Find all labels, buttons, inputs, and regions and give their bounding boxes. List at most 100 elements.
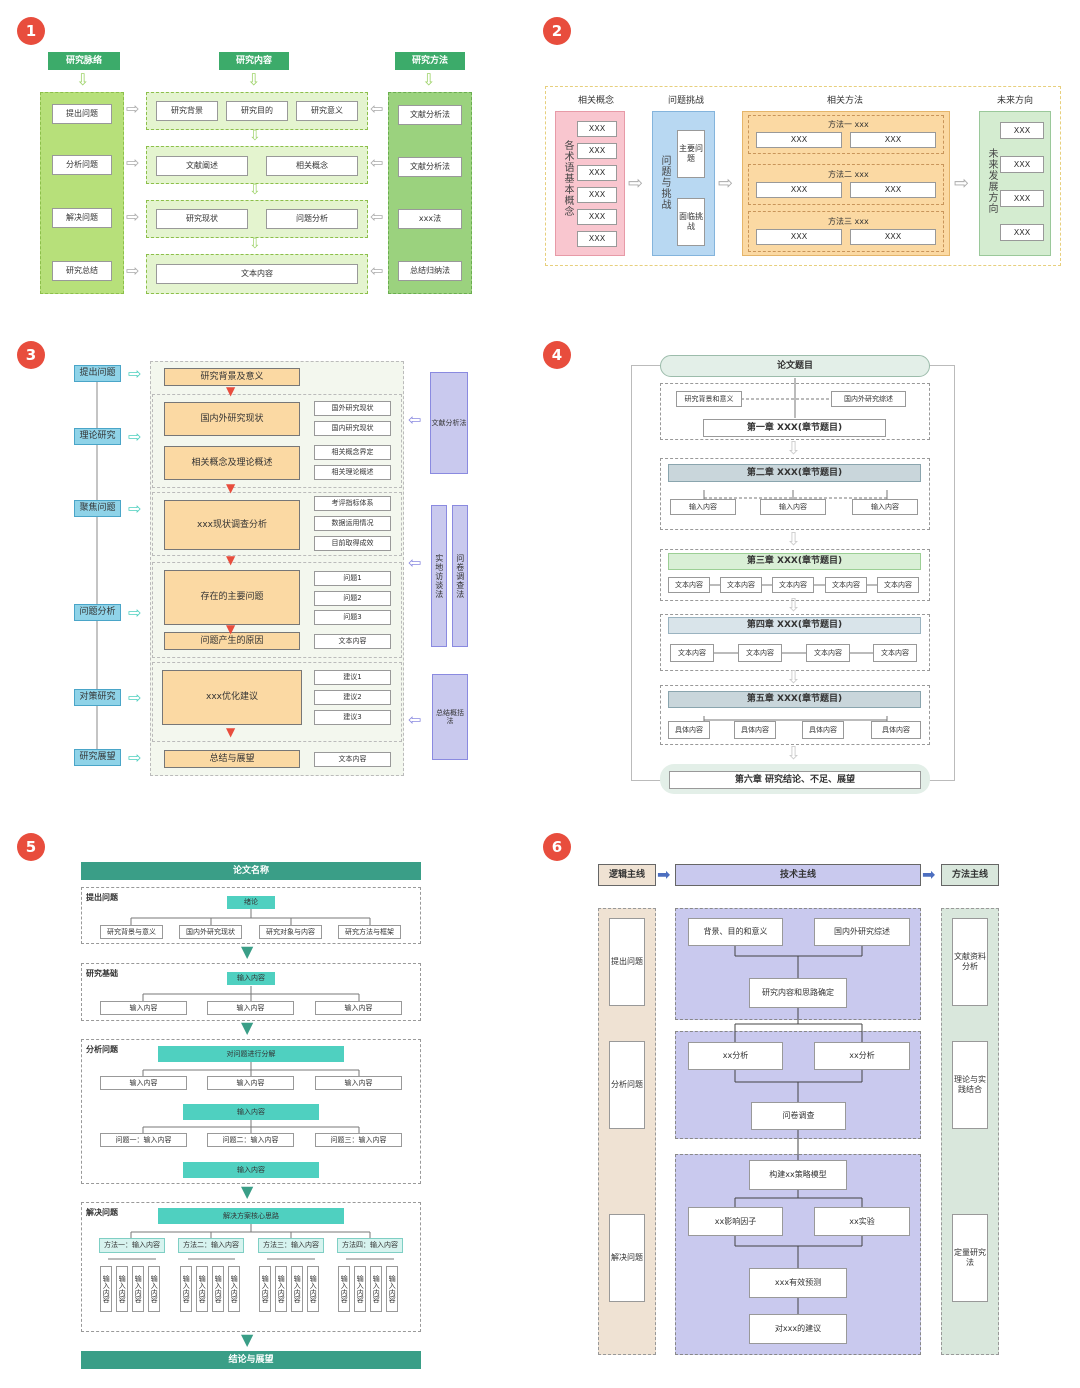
badge-2: 2 — [543, 17, 571, 45]
d1-left-item-3: 解决问题 — [52, 208, 112, 228]
d5-s4-leaf: 输入内容 — [338, 1266, 350, 1312]
d3-left-item-4: 问题分析 — [74, 604, 121, 621]
d4-ch2-frame — [660, 458, 930, 530]
d3-arrow: ⇨ — [128, 499, 142, 518]
d4-ch1-frame — [660, 383, 930, 440]
d3-method-3: 问卷调查法 — [452, 505, 468, 647]
d4-ch5-item: 具体内容 — [734, 721, 776, 739]
d4-ch3-item: 文本内容 — [772, 577, 814, 593]
d3-sub-item: 问题2 — [314, 591, 391, 606]
d6-right-item-2: 理论与实践结合 — [952, 1041, 988, 1129]
d4-ch3: 第三章 XXX(章节题目) — [668, 553, 921, 570]
d5-title: 论文名称 — [81, 862, 421, 880]
d3-left-item-1: 提出问题 — [74, 365, 121, 382]
d5-s4-leaf: 输入内容 — [291, 1266, 303, 1312]
d3-group-4 — [152, 662, 402, 742]
d5-s4-leaf: 输入内容 — [354, 1266, 366, 1312]
d4-ch5-item: 具体内容 — [802, 721, 844, 739]
d5-s3-mid: 输入内容 — [183, 1104, 319, 1120]
d2-method-group-3 — [748, 211, 944, 252]
d1-right-column — [388, 92, 472, 294]
d5-s1-item: 国内外研究现状 — [179, 925, 242, 939]
d5-s3-bottom: 输入内容 — [183, 1162, 319, 1178]
d5-s4-leaf: 输入内容 — [307, 1266, 319, 1312]
d5-arrow: ▼ — [241, 1330, 254, 1349]
d2-concept-item: XXX — [577, 209, 617, 225]
d3-sub-item: 文本内容 — [314, 634, 391, 649]
d1-arrow-r3: ⇩ — [249, 236, 261, 252]
d1-left-item-1: 提出问题 — [52, 104, 112, 124]
d3-left-item-6: 研究展望 — [74, 749, 121, 766]
d5-s4-leaf: 输入内容 — [370, 1266, 382, 1312]
d1-row1-item-2: 研究目的 — [226, 101, 288, 121]
d1-left-item-4: 研究总结 — [52, 261, 112, 281]
d1-arrow-right-3: ⇨ — [126, 207, 140, 226]
d6-header-logic: 逻辑主线 — [598, 864, 656, 886]
d3-arrow: ⇨ — [128, 688, 142, 707]
d6-b2-item-1: xx分析 — [688, 1042, 783, 1070]
d1-row3-item-2: 问题分析 — [266, 209, 358, 229]
d6-header-tech: 技术主线 — [675, 864, 921, 886]
d5-section-2 — [81, 963, 421, 1021]
d1-arrow-right-2: ⇨ — [126, 153, 140, 172]
d2-concept-item: XXX — [577, 231, 617, 247]
d5-s4-leaf: 输入内容 — [275, 1266, 287, 1312]
d3-method-1: 文献分析法 — [430, 372, 468, 474]
d1-header-content: 研究内容 — [219, 52, 289, 70]
d2-future-item: XXX — [1000, 122, 1044, 139]
d1-row4-item: 文本内容 — [156, 264, 358, 284]
d1-arrow-down-mid: ⇩ — [247, 70, 261, 89]
d4-ch3-frame — [660, 549, 930, 601]
d5-s1-top: 绪论 — [227, 896, 275, 909]
d1-arrow-right-4: ⇨ — [126, 261, 140, 280]
d1-right-item-2: 文献分析法 — [398, 157, 462, 177]
d5-s3-item: 输入内容 — [100, 1076, 187, 1090]
d1-header-method: 研究方法 — [395, 52, 465, 70]
d1-row1-item-1: 研究背景 — [156, 101, 218, 121]
d4-ch2-item: 输入内容 — [852, 499, 918, 515]
d2-challenge-item-1: 主要问题 — [677, 130, 705, 178]
d2-header-challenge: 问题挑战 — [668, 96, 705, 106]
d4-ch4: 第四章 XXX(章节题目) — [668, 617, 921, 634]
d5-s4-method: 方法四：输入内容 — [337, 1238, 403, 1253]
d2-future-item: XXX — [1000, 224, 1044, 241]
d1-arrow-left-1: ⇦ — [370, 99, 384, 118]
d4-ch5-item: 具体内容 — [871, 721, 921, 739]
d4-ch5-item: 具体内容 — [668, 721, 710, 739]
d6-b1-item-3: 研究内容和思路确定 — [749, 978, 847, 1008]
d2-arrow-3: ⇨ — [954, 173, 970, 194]
d6-b1-item-1: 背景、目的和意义 — [688, 918, 783, 946]
d4-ch6: 第六章 研究结论、不足、展望 — [669, 771, 921, 789]
d1-arrow-left-2: ⇦ — [370, 153, 384, 172]
d4-ch4-item: 文本内容 — [670, 644, 714, 662]
d1-row2-item-1: 文献阐述 — [156, 156, 248, 176]
d6-b3-item-2: xx影响因子 — [688, 1207, 783, 1236]
d1-arrow-down-left: ⇩ — [76, 70, 90, 89]
d2-method-item: XXX — [850, 132, 936, 148]
badge-3: 3 — [17, 341, 45, 369]
d2-concept-label: 各术语基本概念 — [562, 140, 573, 217]
d4-ch5-frame — [660, 685, 930, 745]
badge-4: 4 — [543, 341, 571, 369]
d4-ch4-frame — [660, 614, 930, 671]
d5-s4-leaf: 输入内容 — [132, 1266, 144, 1312]
d3-sub-item: 国外研究现状 — [314, 401, 391, 416]
d6-left-item-3: 解决问题 — [609, 1214, 645, 1302]
d2-frame — [545, 86, 1061, 266]
d3-center-item-4: xxx现状调查分析 — [164, 500, 300, 550]
d3-sub-item: 建议1 — [314, 670, 391, 685]
d6-b3-item-1: 构建xx策略模型 — [749, 1160, 847, 1190]
d6-b1-item-2: 国内外研究综述 — [814, 918, 910, 946]
d3-center-item-1: 研究背景及意义 — [164, 368, 300, 386]
d2-challenge-item-2: 面临挑战 — [677, 198, 705, 246]
d4-ch4-item: 文本内容 — [738, 644, 782, 662]
d3-arrow: ⇨ — [128, 364, 142, 383]
d5-arrow: ▼ — [241, 1018, 254, 1037]
d5-section-2-label: 研究基础 — [86, 969, 118, 978]
d3-red-arrow: ▼ — [226, 481, 236, 495]
d6-b3-item-5: 对xxx的建议 — [749, 1314, 847, 1344]
d5-s4-leaf: 输入内容 — [196, 1266, 208, 1312]
d5-s4-leaf: 输入内容 — [100, 1266, 112, 1312]
d1-arrow-left-3: ⇦ — [370, 207, 384, 226]
d3-sub-item: 考评指标体系 — [314, 496, 391, 511]
